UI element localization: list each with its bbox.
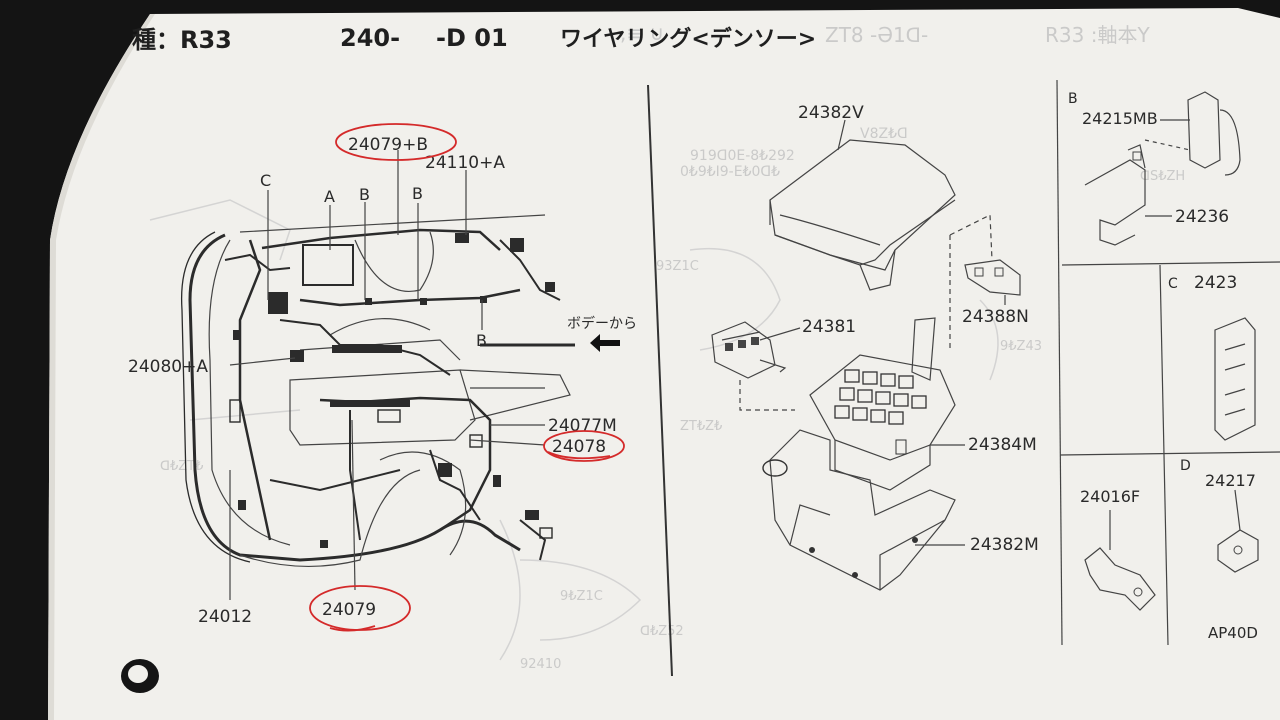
label-letter-a: A	[324, 187, 335, 206]
label-24078: 24078	[552, 437, 606, 457]
svg-text:919ᗡ0E-8₺292: 919ᗡ0E-8₺292	[690, 148, 795, 164]
model-label: 種：R33	[132, 26, 232, 54]
label-24388n: 24388N	[962, 307, 1029, 327]
label-24016f: 24016F	[1080, 487, 1140, 506]
svg-text:92410: 92410	[520, 657, 561, 672]
label-box-d: D	[1180, 458, 1191, 474]
punch-hole	[121, 659, 159, 693]
bleed-through-text: ,≡ ∪ ZT8 -Ə1ᗡ- R33 :軸本Y 919ᗡ0E-8₺292 0₺9…	[149, 21, 1185, 672]
svg-text:V8Z₺ᗡ: V8Z₺ᗡ	[860, 126, 908, 142]
svg-text:R33 :軸本Y: R33 :軸本Y	[1045, 23, 1150, 47]
label-letter-b2: B	[412, 184, 423, 203]
label-letter-b1: B	[359, 185, 370, 204]
label-2423: 2423	[1194, 273, 1237, 293]
svg-text:,≡ ∪: ,≡ ∪	[620, 21, 664, 45]
label-24381: 24381	[802, 317, 856, 337]
label-24012: 24012	[198, 607, 252, 627]
engine-harness-diagram	[180, 150, 620, 600]
label-24217: 24217	[1205, 471, 1256, 490]
svg-text:93Z1C: 93Z1C	[656, 259, 699, 274]
label-24077m: 24077M	[548, 416, 617, 436]
detail-boxes	[1056, 79, 1280, 646]
label-body-from: ボデーから	[567, 315, 637, 332]
label-box-b: B	[1068, 91, 1078, 107]
label-24382m: 24382M	[970, 535, 1039, 555]
right-panel-labels: B 24215MB 24236 C 2423 D 24016F 24217 AP…	[1068, 91, 1258, 642]
label-24110a: 24110+A	[425, 153, 505, 173]
svg-text:9₺Z1C: 9₺Z1C	[560, 589, 603, 604]
svg-text:ᗡ₺ZT₺: ᗡ₺ZT₺	[160, 459, 203, 474]
svg-text:ᗡS₺ZH: ᗡS₺ZH	[1140, 169, 1185, 184]
label-24236: 24236	[1175, 207, 1229, 227]
page-code: -D 01	[436, 24, 508, 52]
paper-sheet	[48, 8, 1280, 720]
label-page-ref: AP40D	[1208, 624, 1258, 642]
label-box-c: C	[1168, 276, 1178, 292]
red-pen-annotations	[309, 123, 625, 632]
label-letter-b3: B	[476, 331, 487, 350]
label-24079: 24079	[322, 600, 376, 620]
diagram-title: ワイヤリング<デンソー>	[560, 26, 816, 52]
relay-box-diagram	[711, 119, 1021, 591]
left-panel-labels: 24079+B 24110+A C A B B B ボデーから 24080+A …	[128, 135, 637, 627]
svg-text:ZT₺Z₺: ZT₺Z₺	[680, 419, 722, 434]
circle-24078	[543, 430, 625, 462]
svg-text:ᗡ₺Z52: ᗡ₺Z52	[640, 624, 684, 639]
svg-text:ZT8 -Ə1ᗡ-: ZT8 -Ə1ᗡ-	[825, 23, 928, 47]
center-panel-labels: 24382V 24381 24388N 24384M 24382M	[798, 103, 1039, 555]
svg-text:0₺9₺I9-E₺0ᗡ₺: 0₺9₺I9-E₺0ᗡ₺	[680, 164, 780, 180]
label-24080a: 24080+A	[128, 357, 208, 377]
circle-24079b	[335, 123, 457, 161]
label-24079b: 24079+B	[348, 135, 428, 155]
label-letter-c: C	[260, 171, 271, 190]
label-24215mb: 24215MB	[1082, 109, 1158, 128]
header: 種：R33 240- -D 01 ワイヤリング<デンソー>	[132, 24, 816, 54]
section-code: 240-	[340, 24, 400, 52]
svg-text:9₺Z43: 9₺Z43	[1000, 339, 1042, 354]
label-24382v: 24382V	[798, 103, 864, 123]
panel-divider	[647, 84, 673, 677]
label-24384m: 24384M	[968, 435, 1037, 455]
